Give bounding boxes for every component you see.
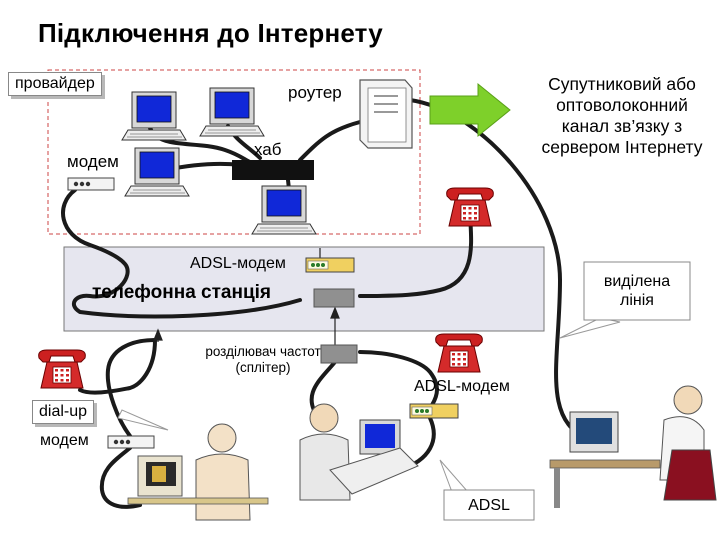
computer-icon — [251, 185, 317, 235]
phone-station-label: телефонна станція — [92, 282, 271, 303]
adsl-label: ADSL — [468, 497, 510, 514]
dedicated-line-label: виділена лінія — [603, 273, 671, 310]
splitter-label: розділювач частот (сплітер) — [205, 344, 321, 376]
person-icon — [127, 423, 269, 521]
callout-box — [443, 489, 535, 521]
hub-icon — [232, 160, 314, 180]
modem-icon — [107, 435, 155, 449]
satellite-channel-label: Супутниковий або оптоволоконний канал зв… — [541, 74, 703, 157]
adsl-modem-icon — [305, 257, 355, 273]
computer-icon — [124, 147, 190, 197]
adsl-modem-top-label: ADSL-модем — [190, 255, 286, 272]
phone-icon — [446, 187, 494, 227]
computer-icon — [121, 91, 187, 141]
modem-icon — [67, 177, 115, 191]
adsl-modem-bottom-label: ADSL-модем — [414, 378, 510, 395]
provider-region — [47, 69, 421, 235]
dialup-modem-label: модем — [40, 432, 89, 449]
dialup-label: dial-up — [32, 400, 95, 424]
adsl-modem-icon — [409, 403, 459, 419]
modem-label: модем — [67, 152, 119, 171]
phone-icon — [435, 333, 483, 373]
person-icon — [549, 385, 717, 508]
router-server-icon — [359, 79, 413, 149]
computer-icon — [199, 87, 265, 137]
hub-label: хаб — [254, 140, 282, 159]
router-label: роутер — [288, 83, 342, 102]
page-title: Підключення до Інтернету — [38, 18, 383, 48]
callout-box — [583, 261, 691, 321]
splitter-icon — [320, 344, 358, 364]
person-icon — [299, 403, 419, 501]
arrow-icon — [429, 82, 511, 138]
provider-label: провайдер — [8, 72, 102, 96]
splitter-icon — [313, 288, 355, 308]
phone-icon — [38, 349, 86, 389]
